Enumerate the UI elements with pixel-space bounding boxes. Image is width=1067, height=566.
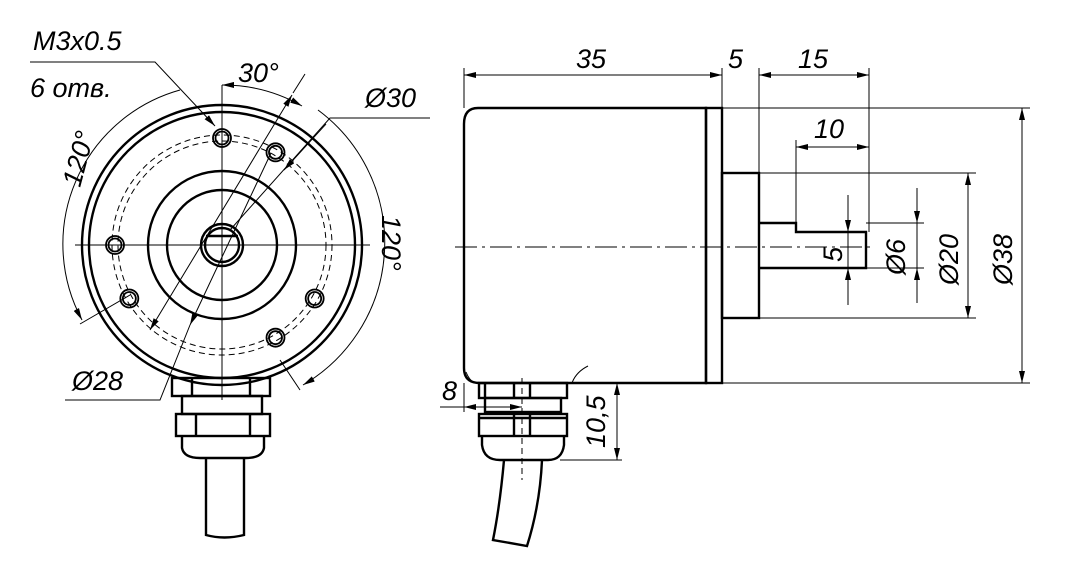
leader-30 [229, 117, 430, 231]
len-5-label: 5 [728, 44, 744, 74]
holes-count-label: 6 отв. [30, 73, 112, 103]
collar [720, 171, 761, 320]
dim-arc-30 [221, 81, 303, 107]
len-10-label: 10 [814, 114, 844, 144]
dim-line-30 [149, 94, 293, 331]
dim-line-28 [189, 152, 272, 326]
ext-120 [79, 294, 131, 325]
dia-6-label: Ø6 [881, 238, 911, 276]
mounting-hole [119, 288, 140, 309]
angle-30-label: 30° [238, 58, 279, 88]
thread-label: M3x0.5 [33, 26, 123, 56]
height-10-5-label: 10,5 [581, 394, 611, 448]
dia-30-label: Ø30 [364, 83, 416, 113]
mounting-hole [307, 291, 323, 306]
dim-arc-120-right [302, 109, 386, 386]
dia-20-label: Ø20 [934, 234, 964, 286]
ext-30 [292, 73, 306, 94]
flat-5-label: 5 [818, 246, 848, 262]
ext-120b [279, 359, 301, 391]
mounting-hole [107, 237, 123, 253]
mounting-hole [268, 144, 283, 160]
mounting-hole [121, 291, 137, 306]
angle-120-left-label: 120° [57, 128, 100, 190]
cable-gland-front [170, 376, 272, 539]
dim-arc-120-left [62, 89, 181, 321]
len-15-label: 15 [798, 44, 829, 74]
angle-120-right-label: 120° [376, 215, 406, 271]
front-view: M3x0.5 6 отв. 30° Ø30 120° 120° Ø28 [30, 26, 430, 539]
dia-28-label: Ø28 [71, 366, 123, 396]
cable-gland-side [477, 378, 569, 548]
mounting-hole [268, 330, 283, 346]
flange [704, 106, 724, 385]
mounting-hole [304, 288, 325, 309]
housing-body [462, 106, 708, 385]
corner-marks [465, 365, 589, 384]
offset-8-label: 8 [442, 376, 457, 406]
len-35-label: 35 [576, 44, 607, 74]
shaft-side [759, 221, 868, 270]
mounting-hole [105, 235, 125, 255]
side-view: 35 5 15 10 5 Ø6 Ø20 Ø38 8 10,5 [440, 44, 1030, 548]
leader-28 [65, 324, 191, 401]
dia-38-label: Ø38 [988, 234, 1018, 286]
